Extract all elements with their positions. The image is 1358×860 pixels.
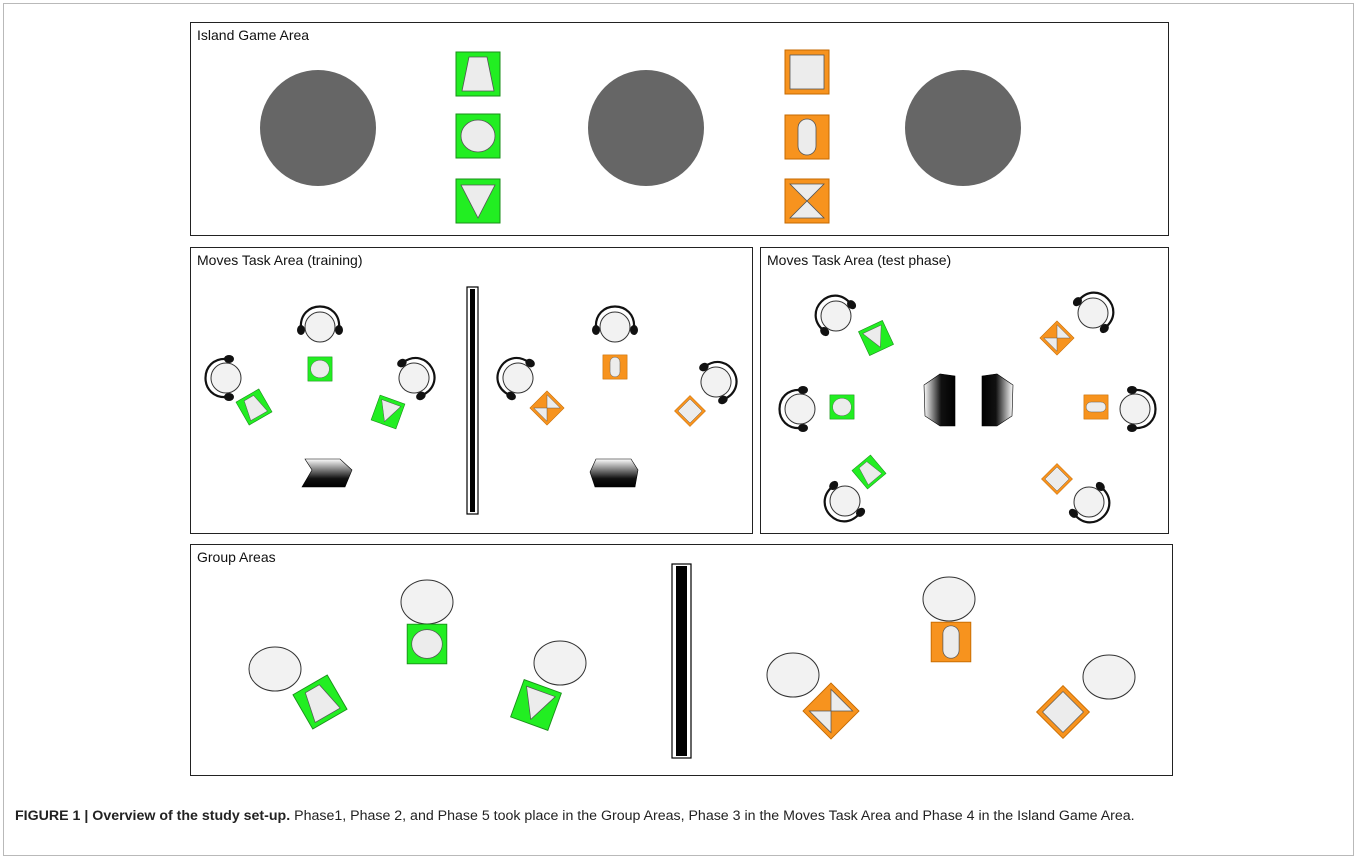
participant-seat — [1083, 655, 1135, 699]
screen-icon — [982, 374, 1013, 426]
figure-caption: FIGURE 1 | Overview of the study set-up.… — [15, 806, 1335, 827]
orange-hourglass-card — [785, 179, 829, 223]
orange-hourglass-card — [1040, 321, 1074, 355]
island-game-area-art — [260, 50, 1021, 223]
orange-square-card — [674, 395, 705, 426]
island-right — [905, 70, 1021, 186]
orange-square-card — [785, 50, 829, 94]
island-left — [260, 70, 376, 186]
participant-icon — [489, 348, 543, 406]
group-areas-art — [249, 564, 1135, 758]
participant-icon — [780, 386, 816, 432]
orange-square-card — [1037, 686, 1090, 739]
green-triangle-card — [371, 395, 405, 429]
green-trapezoid-card — [236, 389, 272, 425]
green-trapezoid-card — [293, 675, 347, 729]
island-center — [588, 70, 704, 186]
green-triangle-card — [456, 179, 500, 223]
participant-seat — [923, 577, 975, 621]
orange-square-card — [1041, 463, 1072, 494]
green-circle-card — [308, 357, 332, 381]
participant-icon — [206, 355, 242, 401]
caption-text: Phase1, Phase 2, and Phase 5 took place … — [290, 808, 1134, 824]
green-circle-card — [407, 624, 447, 664]
training-area-art — [206, 287, 746, 514]
green-circle-card — [830, 395, 854, 419]
participant-seat — [534, 641, 586, 685]
screen-icon — [590, 459, 638, 487]
participant-icon — [390, 348, 444, 406]
participant-seat — [401, 580, 453, 624]
participant-icon — [1062, 475, 1120, 533]
orange-capsule-card — [603, 355, 627, 379]
participant-icon — [1066, 282, 1124, 340]
green-triangle-card — [858, 320, 893, 355]
green-trapezoid-card — [456, 52, 500, 96]
caption-label: FIGURE 1 | Overview of the study set-up. — [15, 808, 290, 824]
orange-capsule-card — [931, 622, 971, 662]
participant-icon — [1120, 386, 1156, 432]
participant-seat — [249, 647, 301, 691]
orange-capsule-card — [1084, 395, 1108, 419]
participant-icon — [297, 307, 343, 343]
participant-icon — [692, 352, 746, 410]
orange-capsule-card — [785, 115, 829, 159]
green-trapezoid-card — [852, 455, 886, 489]
participant-icon — [592, 307, 638, 343]
orange-hourglass-card — [803, 683, 859, 739]
green-triangle-card — [511, 680, 562, 731]
orange-hourglass-card — [530, 391, 564, 425]
participant-seat — [767, 653, 819, 697]
screen-icon — [924, 374, 955, 426]
setup-diagram — [0, 0, 1358, 800]
test-area-art — [780, 282, 1156, 533]
green-circle-card — [456, 114, 500, 158]
participant-icon — [805, 285, 863, 343]
screen-icon — [302, 459, 352, 487]
